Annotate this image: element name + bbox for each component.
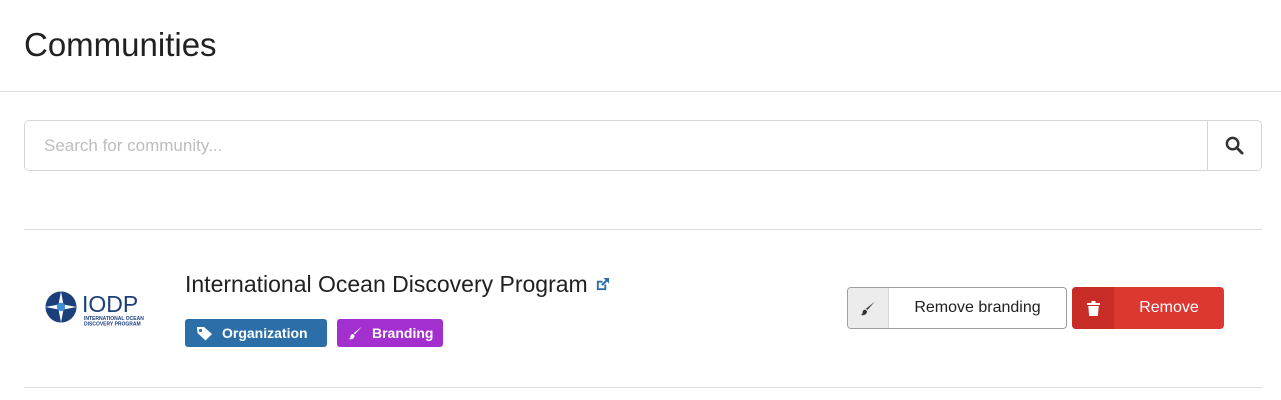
svg-text:INTERNATIONAL OCEAN: INTERNATIONAL OCEAN [84, 316, 144, 322]
branding-badge-label: Branding [372, 325, 434, 341]
remove-branding-label: Remove branding [914, 299, 1041, 316]
svg-text:DISCOVERY PROGRAM: DISCOVERY PROGRAM [84, 322, 141, 328]
community-labels: Organization Branding [185, 319, 443, 347]
list-divider-top [24, 229, 1262, 230]
trash-icon [1072, 287, 1114, 329]
search-button[interactable] [1207, 121, 1261, 170]
tag-icon [196, 326, 213, 341]
organization-badge: Organization [185, 319, 327, 347]
remove-branding-button[interactable]: Remove branding [847, 287, 1067, 329]
remove-label: Remove [1139, 299, 1199, 316]
community-name-link[interactable]: International Ocean Discovery Program [185, 271, 588, 297]
paintbrush-icon [348, 326, 363, 340]
page-title: Communities [24, 26, 217, 63]
page-header: Communities [0, 0, 1281, 92]
logo-text: IODP [82, 291, 138, 317]
paintbrush-icon [848, 288, 889, 328]
remove-button[interactable]: Remove [1072, 287, 1224, 329]
community-title-row: International Ocean Discovery Program [185, 269, 610, 299]
branding-badge: Branding [337, 319, 443, 347]
search-bar [24, 120, 1262, 171]
community-logo: IODP INTERNATIONAL OCEAN DISCOVERY PROGR… [44, 286, 150, 330]
search-icon [1225, 136, 1244, 155]
search-input[interactable] [25, 121, 1207, 170]
external-link-icon[interactable] [595, 277, 610, 292]
list-divider-bottom [24, 387, 1262, 388]
organization-badge-label: Organization [222, 325, 308, 341]
